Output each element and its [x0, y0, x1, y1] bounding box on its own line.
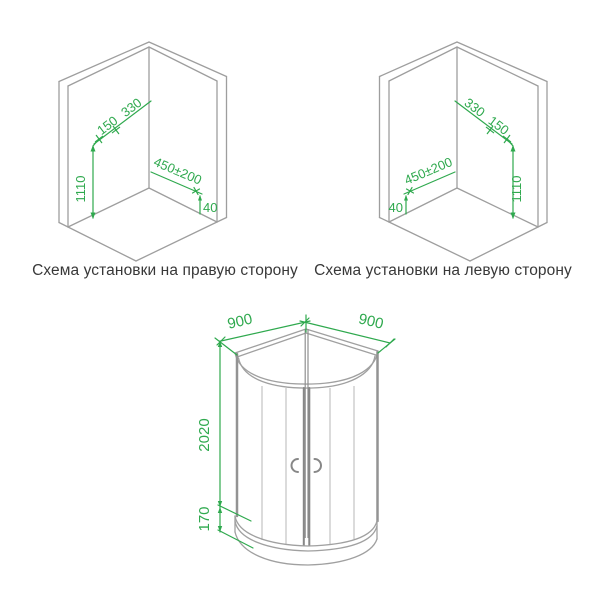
dimension-label-bar-range: 450±200 — [152, 154, 204, 188]
dimension-label-corner-offset: 40 — [203, 200, 217, 215]
wall-corner-linework-mirrored — [378, 41, 548, 262]
mount-point-marker — [191, 186, 201, 196]
shower-cabin-drawing: 900 900 2020 170 — [196, 311, 396, 566]
dimension-label-spacing-b: 330 — [118, 95, 144, 120]
cabin-frame-linework — [234, 328, 379, 566]
mount-point-marker — [111, 125, 121, 135]
caption-left-side-scheme: Схема установки на левую сторону — [314, 262, 572, 279]
dimension-label-corner-offset: 40 — [389, 200, 403, 215]
dimension-label-width-left: 900 — [226, 311, 254, 333]
dimension-labels: 150 330 1110 450±200 40 — [73, 95, 217, 215]
dimension-label-width-right: 900 — [357, 311, 385, 333]
dimension-label-cabin-height: 2020 — [196, 418, 213, 451]
cabin-dimension-labels: 900 900 2020 170 — [196, 311, 385, 532]
shower-tray — [234, 515, 378, 566]
dimension-linework — [90, 100, 203, 219]
dimension-label-spacing-a: 330 — [462, 95, 488, 120]
left-door-handle — [290, 458, 299, 473]
dimension-label-tray-height: 170 — [196, 506, 213, 531]
right-side-installation-diagram: 150 330 1110 450±200 40 — [58, 41, 228, 262]
dimension-label-bar-range: 450±200 — [402, 154, 454, 188]
right-door-handle — [313, 458, 322, 473]
dimension-labels: 330 150 1110 450±200 40 — [389, 95, 524, 215]
caption-right-side-scheme: Схема установки на правую сторону — [32, 262, 298, 279]
dimension-label-spacing-b: 150 — [486, 113, 512, 138]
cabin-dimension-linework — [214, 314, 396, 549]
wall-corner-linework — [58, 41, 228, 262]
dimension-label-spacing-a: 150 — [94, 113, 120, 138]
left-side-installation-diagram: 330 150 1110 450±200 40 — [378, 41, 548, 262]
dimension-label-height: 1110 — [509, 176, 524, 203]
dimension-label-height: 1110 — [73, 176, 88, 203]
